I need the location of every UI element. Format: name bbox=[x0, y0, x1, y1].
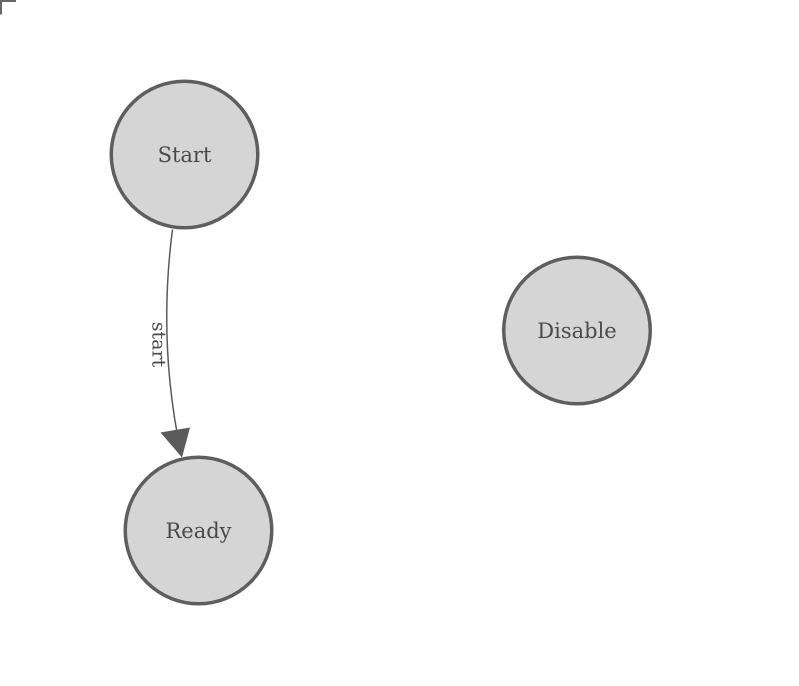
state-label-start: Start bbox=[158, 143, 212, 167]
canvas-corner-marker bbox=[0, 0, 16, 15]
state-node-start[interactable]: Start bbox=[109, 79, 260, 230]
state-node-disable[interactable]: Disable bbox=[502, 255, 652, 406]
state-circle-disable[interactable] bbox=[502, 255, 652, 406]
transition-path[interactable] bbox=[165, 229, 183, 456]
state-label-disable: Disable bbox=[537, 319, 616, 343]
state-circle-start[interactable] bbox=[109, 79, 260, 230]
transition-label: start bbox=[148, 322, 170, 368]
state-circle-ready[interactable] bbox=[123, 455, 274, 606]
arrowhead-icon bbox=[160, 427, 190, 458]
state-node-ready[interactable]: Ready bbox=[123, 455, 274, 606]
state-label-ready: Ready bbox=[165, 519, 231, 543]
transition-start-to-ready[interactable]: start bbox=[148, 229, 191, 458]
